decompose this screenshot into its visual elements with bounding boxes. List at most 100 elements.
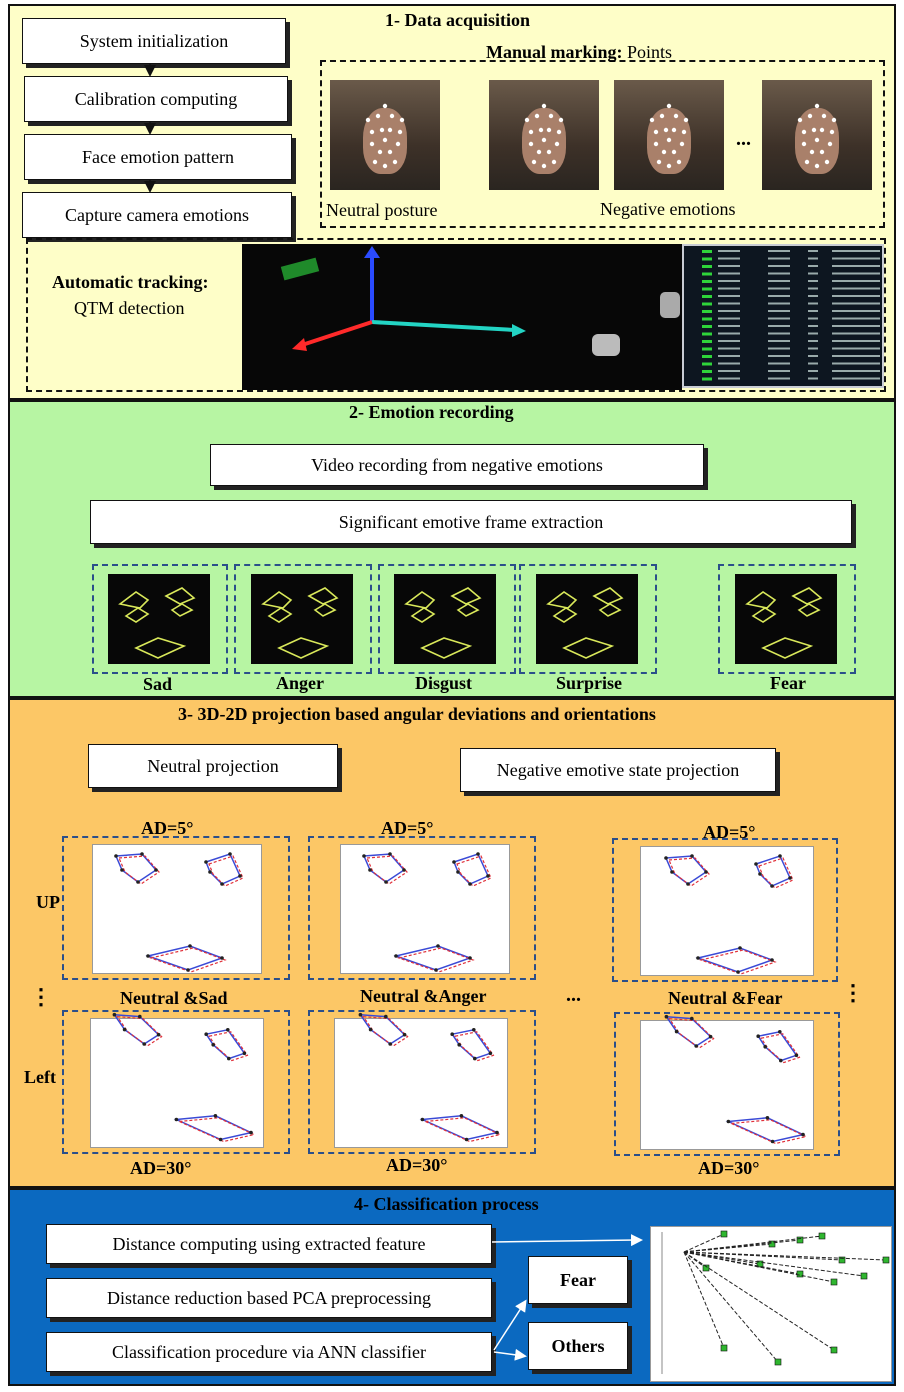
marker-point (551, 159, 557, 165)
qtm-row-marker (702, 325, 712, 328)
projection-point (770, 884, 774, 888)
projection-emotion-shape (148, 947, 227, 973)
qtm-row-text (768, 340, 790, 342)
projection-emotion-shape (118, 855, 160, 885)
marker-point (524, 117, 530, 123)
projection-point (770, 1139, 775, 1144)
projection-point (136, 880, 140, 884)
vertical-dots-right: ⋮ (842, 980, 864, 1005)
projection-point (142, 1042, 146, 1046)
qtm-row-text (832, 370, 856, 372)
projection-point (213, 1114, 218, 1118)
plot-node (720, 1230, 728, 1238)
qtm-row-text (850, 362, 880, 365)
emotion-image-anger (251, 574, 353, 664)
marker-point (659, 113, 665, 119)
qtm-row-text (808, 302, 818, 305)
qtm-row-text (768, 280, 790, 282)
orientation-left-label: Left (24, 1067, 56, 1087)
wireframe-shape (313, 603, 337, 617)
projection-frame-fear-left (614, 1012, 840, 1156)
qtm-row-text (718, 265, 740, 267)
qtm-row-text (808, 265, 818, 267)
plot-node (818, 1232, 826, 1240)
marker-point (819, 149, 825, 155)
qtm-row-text (808, 340, 818, 342)
marker-point (554, 141, 560, 147)
projection-neutral-shape (664, 1015, 712, 1047)
marker-point (541, 103, 547, 109)
projection-neutral-shape (112, 1013, 160, 1045)
qtm-row-text (768, 272, 790, 275)
qtm-row-text (768, 370, 790, 372)
projection-point (120, 868, 124, 872)
marker-point (824, 159, 830, 165)
emotion-label-fear: Fear (770, 673, 806, 693)
automatic-tracking-label: Automatic tracking: (52, 272, 209, 292)
marker-point (814, 163, 820, 169)
marker-point (541, 137, 547, 143)
marker-point (399, 117, 405, 123)
wireframe-shape (404, 591, 436, 609)
marker-point (558, 117, 564, 123)
plot-ray (683, 1251, 707, 1269)
plot-node (796, 1270, 804, 1278)
qtm-row-text (768, 302, 790, 305)
wireframe-shape (546, 591, 578, 609)
qtm-row-text (808, 295, 818, 297)
negative-projection-box: Negative emotive state projection (460, 748, 776, 792)
marker-point (671, 149, 677, 155)
projection-point (420, 1117, 425, 1122)
wireframe-shape (552, 607, 578, 623)
wireframe-shape (598, 603, 622, 617)
qtm-row-marker (702, 280, 712, 283)
qtm-row-marker (702, 347, 712, 351)
qtm-row-text (768, 325, 790, 327)
wireframe-shape (410, 607, 436, 623)
marker-point (392, 159, 398, 165)
pair-label-neutral-fear: Neutral &Fear (668, 988, 783, 1008)
qtm-row-text (718, 310, 740, 312)
projection-point (674, 1029, 679, 1034)
qtm-row-text (768, 347, 790, 350)
projection-point (204, 860, 208, 864)
qtm-row-marker (702, 332, 712, 336)
qtm-row-text (850, 250, 880, 252)
wireframe-shape (118, 591, 150, 609)
qtm-row-text (808, 325, 818, 327)
emotion-image-disgust (394, 574, 496, 664)
frame-extraction-box: Significant emotive frame extraction (90, 500, 852, 544)
marker-point (676, 159, 682, 165)
marker-point (656, 159, 662, 165)
projection-point (690, 854, 694, 858)
qtm-row-text (850, 325, 880, 327)
projection-point (238, 874, 242, 878)
qtm-row-text (832, 355, 856, 357)
projection-point (388, 1042, 393, 1046)
section3-title: 3- 3D-2D projection based angular deviat… (178, 704, 656, 724)
projection-emotion-shape (423, 1117, 502, 1143)
projection-emotion-shape (208, 1031, 249, 1062)
marker-point (673, 113, 679, 119)
projection-point (368, 868, 372, 872)
projection-point (138, 1014, 142, 1019)
marker-point (372, 159, 378, 165)
projection-point (788, 876, 792, 880)
manual-marking-frame (320, 60, 885, 228)
projection-point (736, 970, 740, 974)
projection-point (249, 1130, 253, 1135)
plot-ray (683, 1233, 725, 1253)
qtm-row-text (718, 370, 740, 372)
marker-point (829, 129, 835, 135)
projection-emotion-shape (208, 855, 244, 887)
marker-point (387, 149, 393, 155)
fear-class-label: Fear (560, 1269, 596, 1290)
ad30-label-2: AD=30° (386, 1155, 448, 1175)
qtm-row-text (850, 272, 880, 275)
others-class-label: Others (551, 1335, 605, 1356)
ann-distance-plot (650, 1226, 892, 1382)
